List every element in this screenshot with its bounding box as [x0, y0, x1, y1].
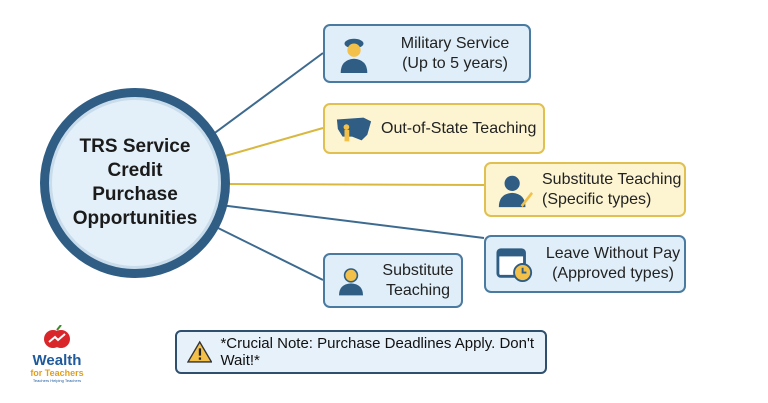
node-military-service: Military Service (Up to 5 years) [323, 24, 531, 83]
center-title: TRS Service Credit Purchase Opportunitie… [72, 136, 198, 229]
usa-map-teacher-icon [336, 117, 372, 141]
note-text: *Crucial Note: Purchase Deadlines Apply.… [220, 335, 535, 369]
crucial-note: *Crucial Note: Purchase Deadlines Apply.… [175, 330, 547, 374]
node-label: Out-of-State Teaching [381, 119, 537, 137]
logo-line2: for Teachers [30, 368, 84, 378]
node-sublabel: Teaching [385, 281, 451, 299]
apple-icon [44, 324, 70, 348]
node-sublabel: (Up to 5 years) [402, 54, 508, 72]
node-sublabel: (Specific types) [542, 190, 652, 208]
node-label: Substitute [382, 261, 454, 279]
warning-icon [187, 340, 213, 363]
logo-line1: Wealth [32, 352, 82, 369]
calendar-clock-icon [496, 248, 533, 283]
node-substitute-teaching-specific: Substitute Teaching (Specific types) [484, 162, 686, 217]
node-label: Leave Without Pay [545, 245, 681, 262]
logo-tagline: Teachers Helping Teachers [32, 378, 82, 383]
center-hub: TRS Service Credit Purchase Opportunitie… [40, 88, 230, 278]
node-label: Military Service [400, 34, 510, 52]
node-leave-without-pay: Leave Without Pay (Approved types) [484, 235, 686, 293]
node-label: Substitute Teaching [542, 170, 682, 188]
soldier-icon [340, 38, 368, 73]
node-out-of-state-teaching: Out-of-State Teaching [323, 103, 545, 154]
person-writing-icon [498, 175, 534, 207]
node-sublabel: (Approved types) [552, 265, 674, 282]
person-icon [339, 267, 363, 295]
wealth-for-teachers-logo: Wealth for Teachers Teachers Helping Tea… [22, 324, 92, 384]
